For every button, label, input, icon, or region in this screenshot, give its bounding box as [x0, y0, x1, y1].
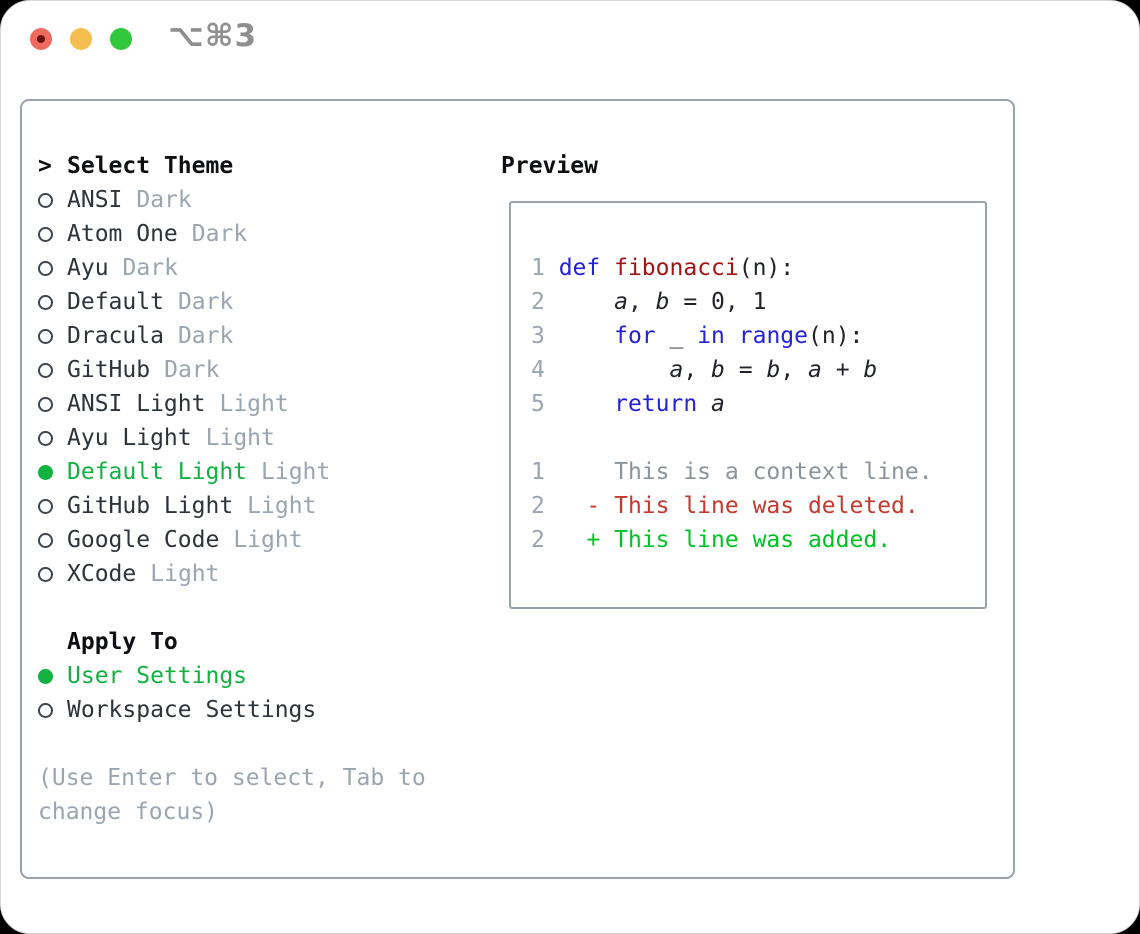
diff-added-line: 2 + This line was added. — [531, 527, 892, 553]
code-line-blank — [531, 421, 985, 455]
help-text-line2: change focus) — [38, 799, 219, 825]
apply-option-user-settings[interactable]: User Settings — [38, 659, 426, 693]
preview-box: 1 def fibonacci(n): 2 a, b = 0, 1 3 for … — [509, 201, 987, 609]
prompt-icon: > — [38, 153, 52, 179]
select-theme-header: > Select Theme — [38, 149, 426, 183]
line-number: 1 — [531, 255, 559, 281]
radio-unselected-icon — [38, 421, 67, 455]
radio-unselected-icon — [38, 353, 67, 387]
apply-to-title: Apply To — [67, 629, 178, 655]
radio-unselected-icon — [38, 523, 67, 557]
code-line: 2 a, b = 0, 1 — [531, 289, 767, 315]
radio-unselected-icon — [38, 489, 67, 523]
apply-to-header: Apply To — [38, 625, 426, 659]
radio-unselected-icon — [38, 557, 67, 591]
line-number: 2 — [531, 527, 559, 553]
code-line: 3 for _ in range(n): — [531, 323, 864, 349]
line-number: 1 — [531, 459, 559, 485]
select-theme-title: Select Theme — [67, 153, 234, 179]
window-shortcut-label: ⌥⌘3 — [168, 18, 258, 54]
close-button[interactable] — [30, 28, 52, 50]
titlebar: ⌥⌘3 — [1, 1, 1139, 79]
line-number: 5 — [531, 391, 559, 417]
code-line: 4 a, b = b, a + b — [531, 357, 878, 383]
line-number: 2 — [531, 493, 559, 519]
radio-unselected-icon — [38, 285, 67, 319]
line-number: 4 — [531, 357, 559, 383]
apply-option-workspace-settings[interactable]: Workspace Settings — [38, 693, 426, 727]
code-line: 5 return a — [531, 391, 725, 417]
diff-context-line: 1 This is a context line. — [531, 459, 933, 485]
diff-deleted-line: 2 - This line was deleted. — [531, 493, 919, 519]
preview-title: Preview — [501, 153, 598, 179]
radio-selected-icon — [38, 455, 67, 489]
help-text-line1: (Use Enter to select, Tab to — [38, 765, 426, 791]
line-number: 3 — [531, 323, 559, 349]
code-line: 1 def fibonacci(n): — [531, 255, 795, 281]
zoom-button[interactable] — [110, 28, 132, 50]
radio-unselected-icon — [38, 319, 67, 353]
radio-unselected-icon — [38, 251, 67, 285]
line-number: 2 — [531, 289, 559, 315]
radio-unselected-icon — [38, 183, 67, 217]
radio-unselected-icon — [38, 387, 67, 421]
radio-unselected-icon — [38, 693, 67, 727]
radio-unselected-icon — [38, 217, 67, 251]
minimize-button[interactable] — [70, 28, 92, 50]
radio-selected-icon — [38, 659, 67, 693]
